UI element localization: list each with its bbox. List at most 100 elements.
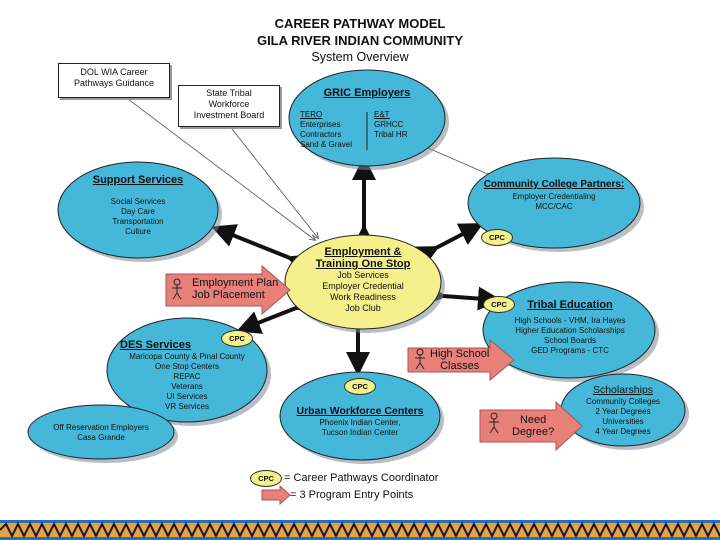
center-heading: Employment & — [324, 246, 402, 258]
state-line1: State Tribal — [206, 88, 252, 98]
urban-ellipse — [279, 371, 441, 461]
tribal-ellipse — [482, 281, 656, 379]
employers-left: TERO Enterprises Contractors Sand & Grav… — [300, 110, 366, 150]
connector-des — [236, 289, 320, 334]
legend-cpc-badge: CPC — [250, 470, 282, 487]
dol-guidance-box: DOL WIA Career Pathways Guidance — [58, 63, 170, 98]
center-item: Job Services — [337, 270, 389, 280]
entry-highschool-line2: Classes — [440, 360, 480, 372]
diagram-caption: System Overview — [311, 50, 409, 64]
legend-arrow-text: = 3 Program Entry Points — [290, 489, 414, 501]
scholar-item: 2 Year Degrees — [595, 407, 651, 416]
tribal-heading: Tribal Education — [527, 299, 613, 311]
entry-arrow-degree — [479, 400, 583, 452]
center-item: Employer Credential — [322, 281, 404, 291]
college-ellipse — [467, 157, 641, 249]
support-node: Support Services Social Services Day Car… — [78, 173, 198, 237]
des-item: Maricopa County & Pinal County — [129, 352, 245, 361]
person-icon — [172, 278, 182, 300]
scholar-node: Scholarships Community Colleges 2 Year D… — [568, 383, 678, 437]
urban-heading: Urban Workforce Centers — [296, 405, 424, 417]
des-heading: DES Services — [120, 339, 191, 351]
employers-heading: GRIC Employers — [323, 87, 411, 99]
center-heading: Training One Stop — [315, 258, 411, 270]
scholar-item: 4 Year Degrees — [595, 427, 651, 436]
cpc-badge: CPC — [481, 229, 513, 246]
scholar-item: Community Colleges — [586, 397, 660, 406]
employers-tero: TERO — [300, 110, 323, 119]
entry-highschool-text: High School Classes — [430, 348, 489, 372]
support-item: Day Care — [121, 207, 155, 216]
college-heading: Community College Partners: — [483, 179, 625, 190]
college-item: MCC/CAC — [535, 202, 573, 211]
diagram-title: CAREER PATHWAY MODEL — [274, 16, 446, 31]
dol-line1: DOL WIA Career — [80, 67, 148, 77]
dol-guidance-line — [119, 92, 315, 240]
center-node: Employment & Training One Stop Job Servi… — [293, 246, 433, 314]
cpc-badge: CPC — [221, 330, 253, 347]
scholar-heading: Scholarships — [592, 384, 654, 396]
state-line3: Investment Board — [193, 110, 265, 120]
cpc-badge: CPC — [344, 378, 376, 395]
entry-employment-line2: Job Placement — [192, 289, 265, 301]
offres-node: Off Reservation Employers Casa Grande — [36, 423, 166, 443]
des-item: Veterans — [171, 382, 203, 391]
college-node: Community College Partners: Employer Cre… — [464, 178, 644, 212]
center-ellipse — [284, 234, 442, 330]
dol-line2: Pathways Guidance — [73, 78, 155, 88]
employers-item: Contractors — [300, 130, 342, 139]
urban-node: Urban Workforce Centers Phoenix Indian C… — [285, 404, 435, 438]
entry-degree-text: Need Degree? — [512, 414, 554, 438]
employers-item: Sand & Gravel — [300, 140, 353, 149]
entry-arrow-highschool — [407, 338, 515, 382]
tribal-item: GED Programs - CTC — [531, 346, 609, 355]
support-item: Social Services — [110, 197, 166, 206]
employers-item: Enterprises — [300, 120, 341, 129]
entry-arrow-employment — [165, 264, 291, 316]
cpc-badge: CPC — [483, 296, 515, 313]
des-item: REPAC — [173, 372, 201, 381]
employers-item: GRHCC — [374, 120, 404, 129]
state-board-line — [227, 123, 318, 238]
person-icon — [489, 412, 499, 434]
entry-degree-line1: Need — [519, 414, 547, 426]
urban-item: Tucson Indian Center — [321, 428, 399, 437]
center-item: Work Readiness — [330, 292, 396, 302]
support-item: Culture — [125, 227, 151, 236]
employers-right: E&T GRHCC Tribal HR — [374, 110, 434, 140]
employers-item: Tribal HR — [374, 130, 408, 139]
tribal-item: High Schools - VHM, Ira Hayes — [514, 316, 626, 325]
des-item: UI Services — [166, 392, 208, 401]
person-icon — [415, 348, 425, 370]
urban-item: Phoenix Indian Center, — [319, 418, 401, 427]
support-ellipse — [57, 161, 219, 259]
offres-item: Off Reservation Employers — [53, 423, 149, 432]
entry-employment-text: Employment Plan Job Placement — [192, 277, 278, 301]
scholar-item: Universities — [602, 417, 644, 426]
entry-degree-line2: Degree? — [512, 426, 555, 438]
connector-college — [412, 223, 484, 268]
tribal-item: Higher Education Scholarships — [515, 326, 625, 335]
entry-highschool-line1: High School — [430, 348, 490, 360]
tribal-node: Tribal Education High Schools - VHM, Ira… — [490, 298, 650, 356]
support-item: Transportation — [112, 217, 164, 226]
des-item: VR Services — [164, 402, 209, 411]
offres-ellipse — [27, 404, 175, 460]
employers-heading-wrap: GRIC Employers — [300, 86, 434, 100]
legend-entry-arrow — [261, 484, 291, 506]
connector-support — [211, 224, 314, 277]
des-item: One Stop Centers — [154, 362, 220, 371]
diagram-subtitle: GILA RIVER INDIAN COMMUNITY — [256, 33, 464, 48]
support-heading: Support Services — [92, 174, 184, 186]
employer-college-line — [427, 147, 491, 176]
entry-employment-line1: Employment Plan — [192, 277, 279, 289]
college-item: Employer Credentialing — [512, 192, 596, 201]
center-item: Job Club — [345, 303, 381, 313]
state-line2: Workforce — [208, 99, 250, 109]
legend-cpc-text: = Career Pathways Coordinator — [284, 472, 439, 484]
state-board-box: State Tribal Workforce Investment Board — [178, 85, 280, 127]
decorative-border — [0, 520, 720, 540]
des-node: DES Services Maricopa County & Pinal Cou… — [112, 338, 262, 412]
offres-item: Casa Grande — [77, 433, 125, 442]
tribal-item: School Boards — [543, 336, 597, 345]
